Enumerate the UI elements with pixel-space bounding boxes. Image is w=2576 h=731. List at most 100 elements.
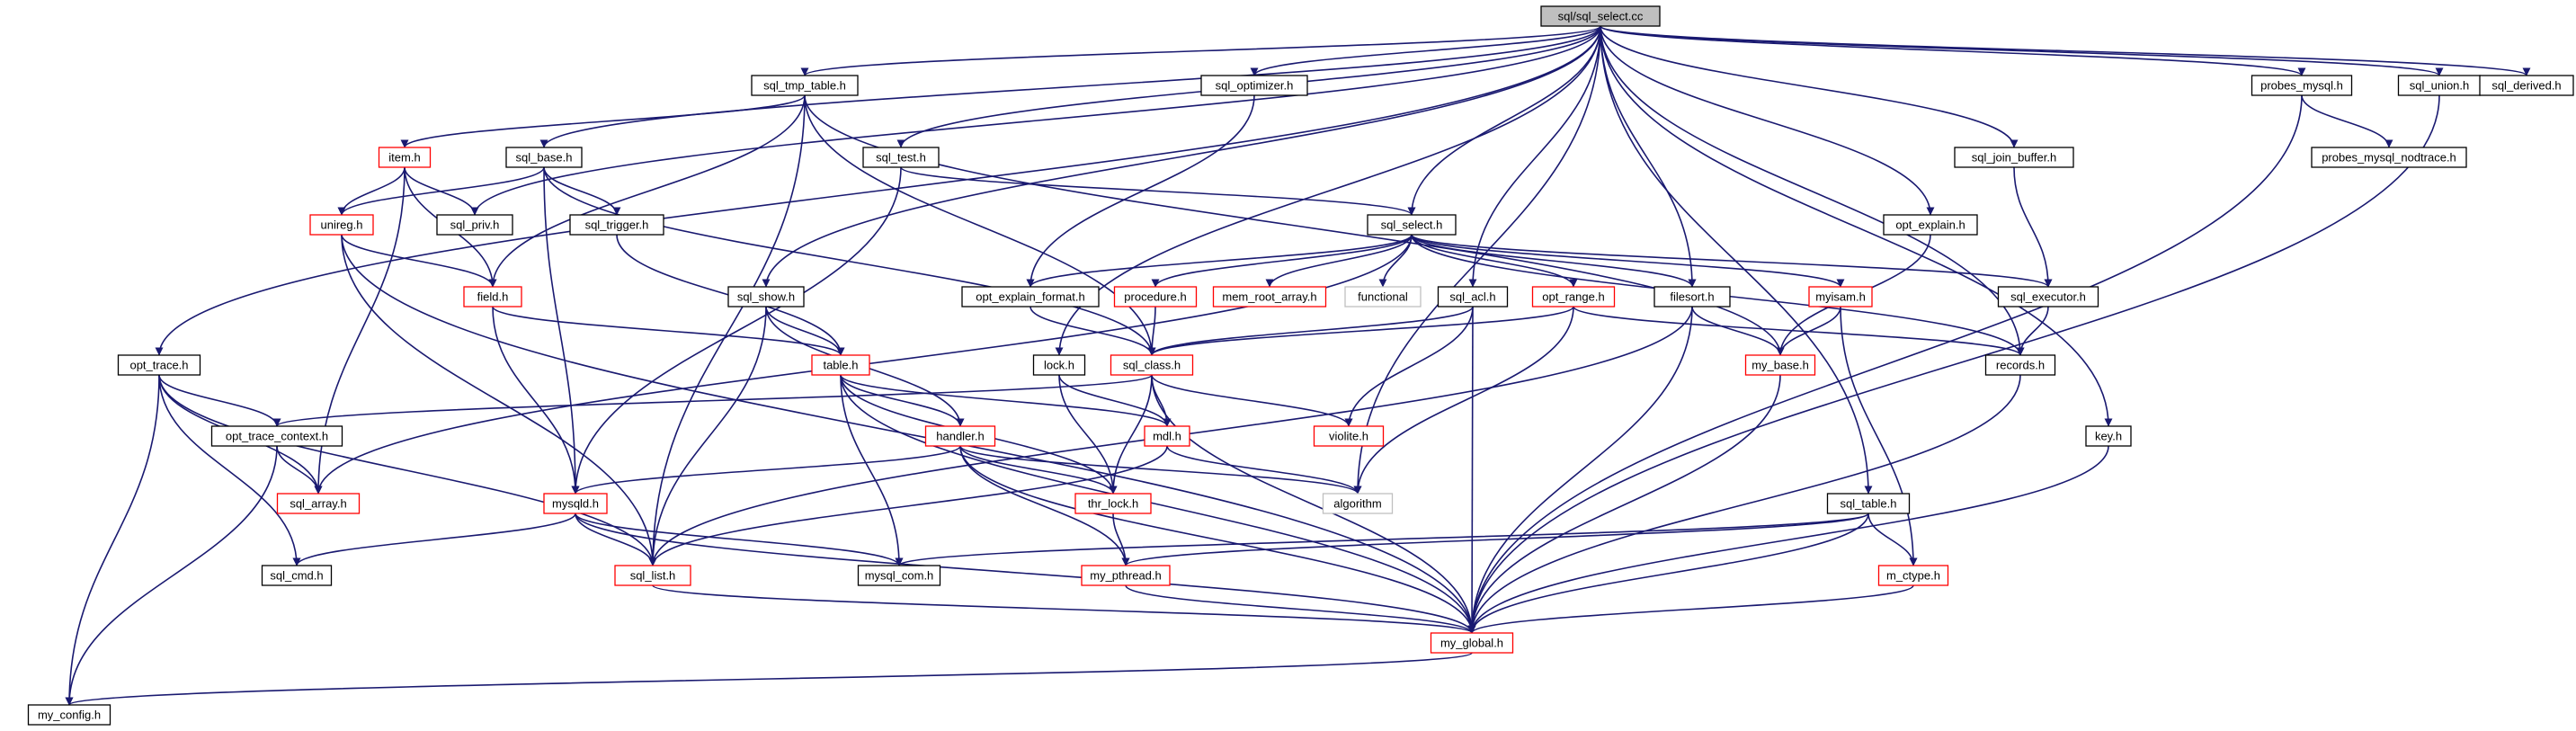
- edge-sql-class-h-to-opt-trace-context-h: [272, 374, 1153, 427]
- edge-path: [959, 445, 1476, 634]
- edge-sql-select-cc-to-sql-select-h: [1407, 25, 1601, 216]
- graph-edges: [65, 25, 2531, 706]
- node-label: key.h: [2095, 430, 2122, 443]
- node-sql-optimizer-h[interactable]: sql_optimizer.h: [1200, 75, 1308, 96]
- edge-handler-h-to-thr-lock-h: [959, 445, 1118, 495]
- edge-path: [1467, 584, 1914, 634]
- node-opt-explain-h[interactable]: opt_explain.h: [1883, 214, 1978, 236]
- node-sql-base-h[interactable]: sql_base.h: [505, 147, 583, 168]
- edge-path: [65, 374, 160, 706]
- edge-sql-test-h-to-mysqld-h: [571, 166, 902, 495]
- edge-path: [1467, 445, 2109, 634]
- node-label: item.h: [388, 151, 420, 165]
- node-functional[interactable]: functional: [1344, 286, 1422, 308]
- node-field-h[interactable]: field.h: [463, 286, 522, 308]
- edge-path: [900, 166, 1416, 216]
- edge-sql-show-h-to-sql-list-h: [648, 306, 767, 566]
- edge-handler-h-to-my-pthread-h: [959, 445, 1130, 566]
- edge-sql-select-h-to-opt-range-h: [1411, 234, 1578, 288]
- node-sql-trigger-h[interactable]: sql_trigger.h: [569, 214, 664, 236]
- edge-path: [2016, 306, 2049, 356]
- node-sql-derived-h[interactable]: sql_derived.h: [2479, 75, 2574, 96]
- node-algorithm[interactable]: algorithm: [1322, 493, 1394, 514]
- node-key-h[interactable]: key.h: [2085, 425, 2132, 447]
- edge-probes-mysql-h-to-probes-mysql-nodtrace-h: [2301, 94, 2393, 148]
- edge-path: [648, 445, 1168, 566]
- node-box: [276, 493, 361, 514]
- node-opt-range-h[interactable]: opt_range.h: [1531, 286, 1616, 308]
- edge-sql-test-h-to-sql-select-h: [900, 166, 1416, 216]
- node-my-config-h[interactable]: my_config.h: [27, 704, 111, 726]
- node-lock-h[interactable]: lock.h: [1032, 354, 1086, 376]
- edge-path: [341, 234, 497, 288]
- node-opt-trace-h[interactable]: opt_trace.h: [117, 354, 201, 376]
- edge-opt-explain-format-h-to-sql-class-h: [1030, 306, 1156, 356]
- edge-path: [341, 234, 657, 566]
- node-sql-union-h[interactable]: sql_union.h: [2397, 75, 2482, 96]
- node-table-h[interactable]: table.h: [811, 354, 870, 376]
- node-sql-list-h[interactable]: sql_list.h: [614, 565, 691, 586]
- node-label: handler.h: [936, 430, 985, 443]
- node-my-pthread-h[interactable]: my_pthread.h: [1081, 565, 1171, 586]
- node-myisam-h[interactable]: myisam.h: [1808, 286, 1873, 308]
- node-m-ctype-h[interactable]: m_ctype.h: [1877, 565, 1949, 586]
- edge-path: [1467, 94, 2440, 634]
- node-mysqld-h[interactable]: mysqld.h: [543, 493, 608, 514]
- node-mdl-h[interactable]: mdl.h: [1144, 425, 1190, 447]
- edge-path: [1600, 25, 1935, 216]
- node-violite-h[interactable]: violite.h: [1313, 425, 1385, 447]
- node-sql-select-h[interactable]: sql_select.h: [1367, 214, 1457, 236]
- node-records-h[interactable]: records.h: [1984, 354, 2056, 376]
- node-filesort-h[interactable]: filesort.h: [1653, 286, 1731, 308]
- edge-opt-range-h-to-algorithm: [1353, 306, 1574, 495]
- node-sql-test-h[interactable]: sql_test.h: [862, 147, 940, 168]
- node-box: [614, 565, 691, 586]
- node-box: [1113, 286, 1198, 308]
- node-thr-lock-h[interactable]: thr_lock.h: [1074, 493, 1152, 514]
- edge-sql-select-cc-to-sql-join-buffer-h: [1600, 25, 2019, 148]
- node-sql-tmp-table-h[interactable]: sql_tmp_table.h: [751, 75, 859, 96]
- node-mysql-com-h[interactable]: mysql_com.h: [857, 565, 941, 586]
- edge-filesort-h-to-my-global-h: [1467, 306, 1693, 634]
- edge-path: [543, 166, 580, 495]
- node-opt-explain-format-h[interactable]: opt_explain_format.h: [961, 286, 1100, 308]
- node-sql-array-h[interactable]: sql_array.h: [276, 493, 361, 514]
- node-probes-mysql-nodtrace-h[interactable]: probes_mysql_nodtrace.h: [2311, 147, 2467, 168]
- node-opt-trace-context-h[interactable]: opt_trace_context.h: [210, 425, 343, 447]
- node-sql-executor-h[interactable]: sql_executor.h: [1997, 286, 2099, 308]
- edge-path: [1058, 374, 1118, 495]
- node-box: [1081, 565, 1171, 586]
- edge-path: [575, 513, 1476, 634]
- edge-sql-class-h-to-thr-lock-h: [1109, 374, 1153, 495]
- node-sql-sql-select-cc[interactable]: sql/sql_select.cc: [1540, 5, 1661, 27]
- node-sql-acl-h[interactable]: sql_acl.h: [1437, 286, 1509, 308]
- node-item-h[interactable]: item.h: [378, 147, 432, 168]
- edge-table-h-to-mdl-h: [840, 374, 1172, 427]
- node-procedure-h[interactable]: procedure.h: [1113, 286, 1198, 308]
- node-label: sql_class.h: [1123, 359, 1181, 372]
- edge-opt-trace-h-to-opt-trace-context-h: [158, 374, 281, 427]
- node-my-global-h[interactable]: my_global.h: [1430, 632, 1514, 654]
- node-mem-root-array-h[interactable]: mem_root_array.h: [1212, 286, 1327, 308]
- node-handler-h[interactable]: handler.h: [924, 425, 996, 447]
- node-my-base-h[interactable]: my_base.h: [1744, 354, 1816, 376]
- edge-path: [400, 94, 806, 148]
- node-sql-show-h[interactable]: sql_show.h: [727, 286, 805, 308]
- node-sql-cmd-h[interactable]: sql_cmd.h: [261, 565, 333, 586]
- node-sql-priv-h[interactable]: sql_priv.h: [436, 214, 513, 236]
- node-box: [1531, 286, 1616, 308]
- node-label: functional: [1358, 290, 1408, 304]
- edge-path: [1600, 25, 2019, 148]
- node-box: [505, 147, 583, 168]
- node-unireg-h[interactable]: unireg.h: [309, 214, 374, 236]
- edge-path: [1600, 25, 2025, 356]
- edge-path: [575, 513, 657, 566]
- edge-sql-select-h-to-sql-executor-h: [1411, 234, 2053, 288]
- node-sql-table-h[interactable]: sql_table.h: [1826, 493, 1911, 514]
- node-box: [1110, 354, 1194, 376]
- edge-path: [1147, 306, 1156, 356]
- node-sql-class-h[interactable]: sql_class.h: [1110, 354, 1194, 376]
- edge-path: [543, 166, 621, 216]
- node-probes-mysql-h[interactable]: probes_mysql.h: [2251, 75, 2353, 96]
- node-sql-join-buffer-h[interactable]: sql_join_buffer.h: [1954, 147, 2074, 168]
